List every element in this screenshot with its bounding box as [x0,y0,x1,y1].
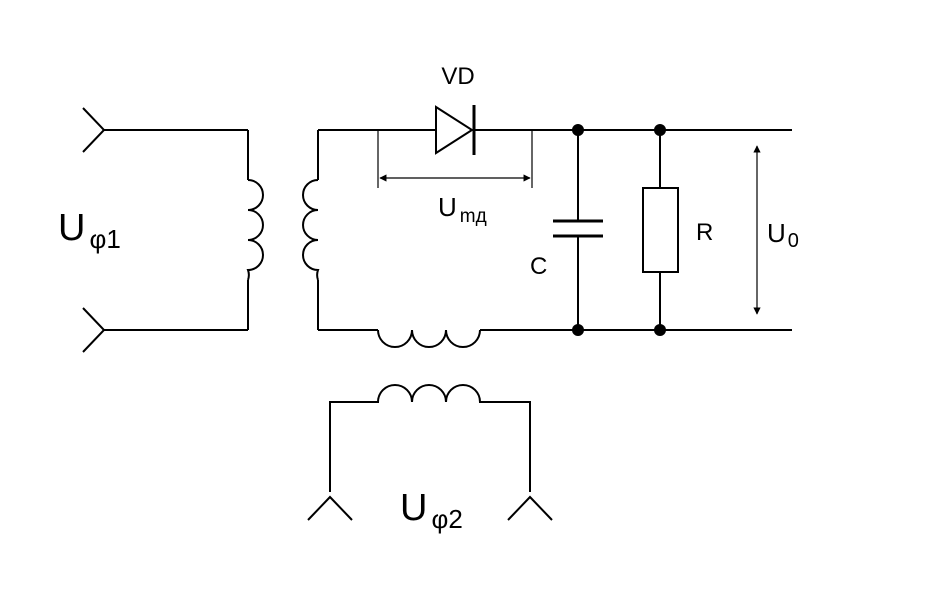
diode-symbol [435,105,476,155]
input-terminal-top [82,107,248,153]
auxiliary-winding [307,384,553,521]
diode-label: VD [441,63,474,90]
input-terminal-bottom [82,307,248,353]
capacitor-symbol [553,130,603,330]
capacitor-label: C [530,253,547,280]
resistor-symbol [642,130,679,330]
coupling-winding [377,329,481,348]
secondary-winding [302,130,320,330]
diode-voltage-indicator [377,130,533,188]
primary-winding [246,130,264,330]
junction-dots [572,124,666,336]
resistor-label: R [696,219,713,246]
